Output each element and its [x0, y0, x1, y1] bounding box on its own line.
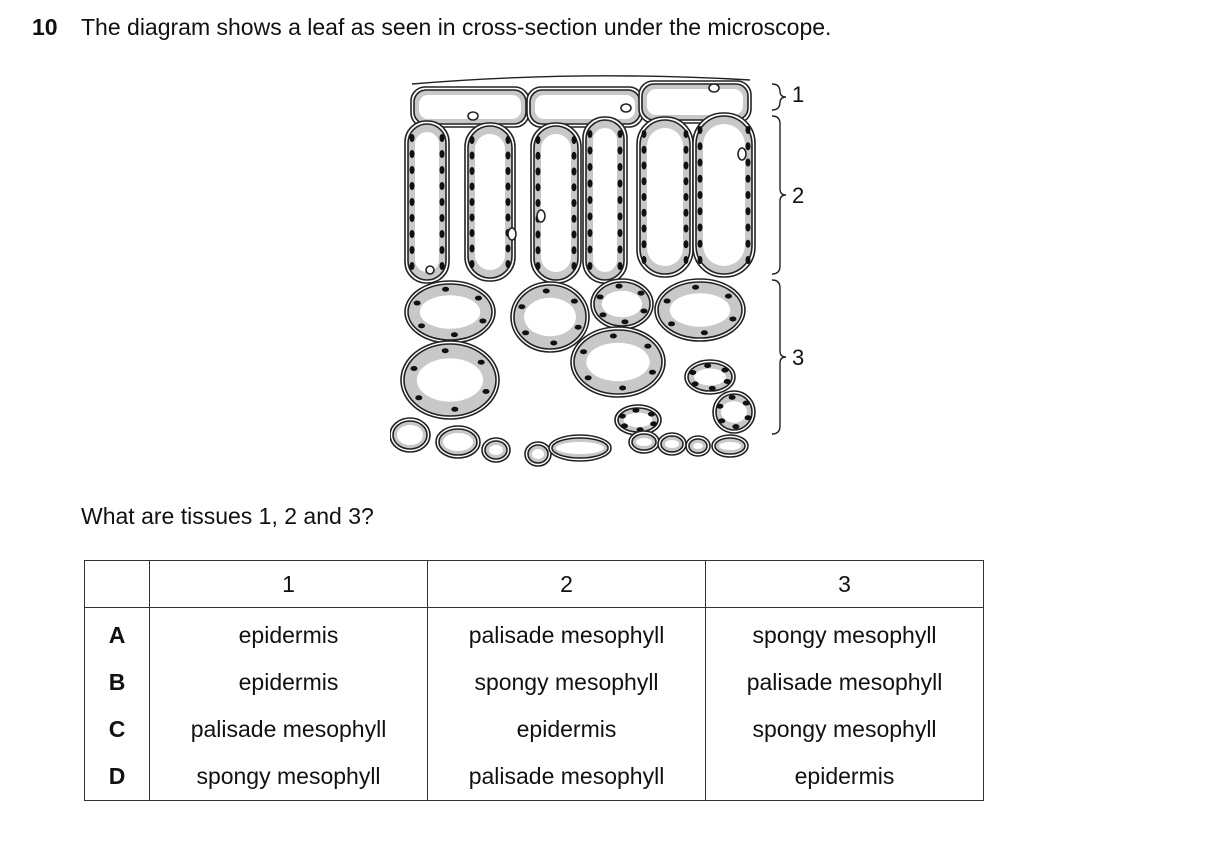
- table-cell: spongy mesophyll: [149, 753, 428, 801]
- tissue-brackets: [771, 83, 787, 435]
- tissue-label-1: 1: [792, 82, 804, 107]
- table-cell: palisade mesophyll: [427, 753, 706, 801]
- answer-row-b[interactable]: B epidermis spongy mesophyll palisade me…: [84, 659, 984, 706]
- option-letter: D: [84, 753, 150, 801]
- option-letter: C: [84, 706, 150, 753]
- table-cell: spongy mesophyll: [427, 659, 706, 706]
- answer-table: 1 2 3 A epidermis palisade mesophyll spo…: [84, 560, 984, 801]
- table-cell: epidermis: [427, 706, 706, 753]
- question-prompt: What are tissues 1, 2 and 3?: [81, 503, 374, 529]
- table-header-row: 1 2 3: [84, 560, 984, 608]
- table-cell: spongy mesophyll: [705, 607, 984, 659]
- leaf-cells: [390, 75, 756, 467]
- option-letter: A: [84, 607, 150, 659]
- tissue-label-2: 2: [792, 183, 804, 208]
- header-cell: 2: [427, 560, 706, 608]
- table-cell: palisade mesophyll: [149, 706, 428, 753]
- tissue-brace: [771, 115, 787, 275]
- answer-row-c[interactable]: C palisade mesophyll epidermis spongy me…: [84, 706, 984, 753]
- tissue-brace: [771, 279, 787, 435]
- question-number: 10: [32, 14, 58, 40]
- answer-row-a[interactable]: A epidermis palisade mesophyll spongy me…: [84, 607, 984, 659]
- leaf-cross-section-diagram: 1 2 3: [390, 75, 804, 467]
- header-cell: 3: [705, 560, 984, 608]
- header-cell: 1: [149, 560, 428, 608]
- header-cell: [84, 560, 150, 608]
- table-cell: epidermis: [149, 659, 428, 706]
- option-letter: B: [84, 659, 150, 706]
- table-cell: epidermis: [149, 607, 428, 659]
- answer-row-d[interactable]: D spongy mesophyll palisade mesophyll ep…: [84, 753, 984, 801]
- table-cell: epidermis: [705, 753, 984, 801]
- tissue-brace: [771, 83, 787, 111]
- table-cell: palisade mesophyll: [705, 659, 984, 706]
- table-cell: spongy mesophyll: [705, 706, 984, 753]
- cuticle-line: [411, 75, 751, 85]
- question-text: The diagram shows a leaf as seen in cros…: [81, 14, 832, 40]
- tissue-label-3: 3: [792, 345, 804, 370]
- table-cell: palisade mesophyll: [427, 607, 706, 659]
